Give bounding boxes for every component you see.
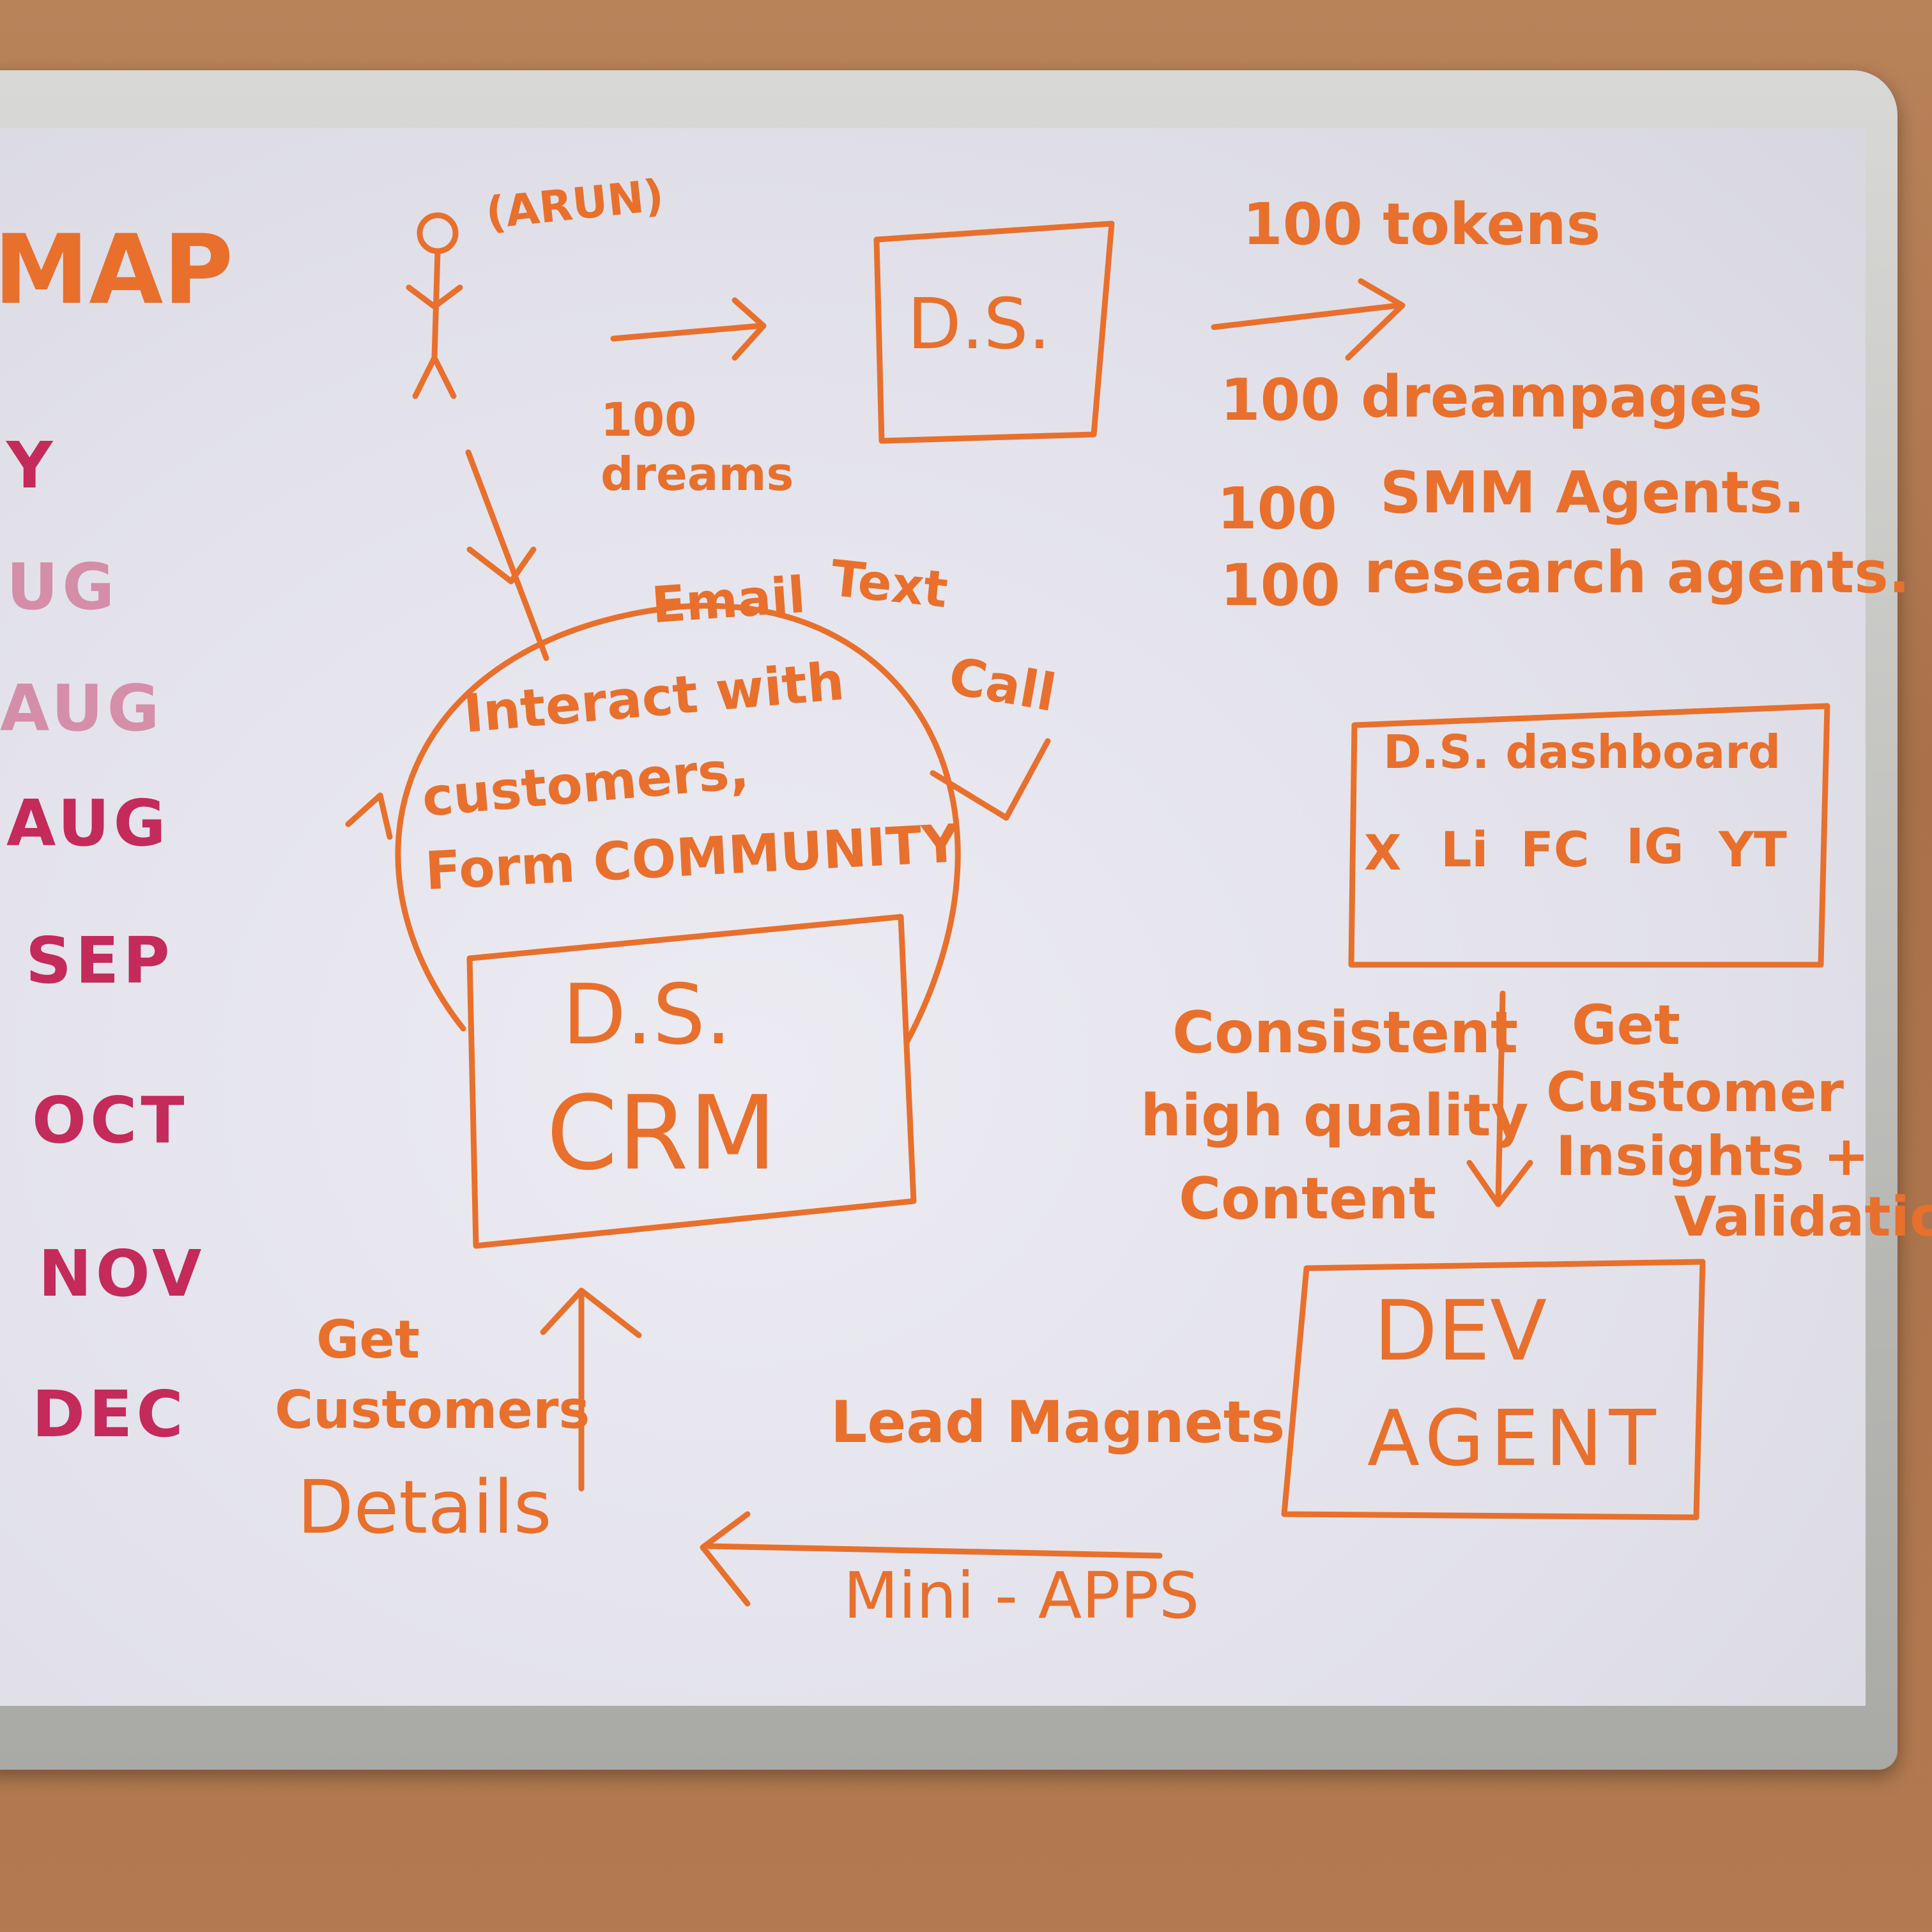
insights-flow-line: Get xyxy=(1572,993,1681,1057)
channel-email: Email xyxy=(650,566,808,635)
month-label: OCT xyxy=(32,1083,188,1158)
insights-flow-line: Validation xyxy=(1674,1185,1932,1249)
dreams-label: dreams xyxy=(601,447,794,501)
arrow-tokens xyxy=(1211,278,1406,361)
platform-ig: IG xyxy=(1626,818,1684,875)
loop-arrowhead-left xyxy=(345,792,393,840)
month-label: Y xyxy=(6,428,57,503)
details-line: Details xyxy=(297,1465,552,1551)
dev-box-line1: DEV xyxy=(1374,1282,1547,1379)
output-count: 100 xyxy=(1217,475,1337,542)
insights-flow-line: Insights + xyxy=(1556,1124,1869,1188)
content-flow-line: Consistent xyxy=(1172,999,1519,1066)
crm-box-line1: D.S. xyxy=(562,966,732,1063)
dev-box-line2: AGENT xyxy=(1367,1395,1662,1483)
dev-agent-box xyxy=(1281,1259,1706,1521)
content-flow-line: Content xyxy=(1179,1165,1437,1232)
month-label: UG xyxy=(6,549,119,624)
tokens-label: 100 tokens xyxy=(1243,191,1601,258)
crm-box xyxy=(466,914,917,1249)
details-line: Customers xyxy=(275,1380,590,1441)
month-label: SEP xyxy=(26,923,174,998)
output-count: 100 xyxy=(1220,367,1340,434)
dashboard-box xyxy=(1348,703,1830,968)
month-label: DEC xyxy=(32,1377,187,1452)
output-count: 100 xyxy=(1220,552,1340,619)
platform-li: Li xyxy=(1441,821,1489,878)
stick-figure-icon xyxy=(406,212,463,399)
whiteboard-surface xyxy=(0,128,1866,1706)
channel-text: Text xyxy=(827,549,951,620)
loop-arrowhead-right xyxy=(930,738,1051,821)
ds-box-label: D.S. xyxy=(907,283,1051,365)
insights-flow-line: Customer xyxy=(1546,1061,1844,1124)
lead-magnets-label: Lead Magnets xyxy=(831,1389,1285,1456)
arrow-details-to-crm xyxy=(540,1287,642,1492)
month-label: AUG xyxy=(0,671,164,746)
output-label: research agents. xyxy=(1364,539,1910,606)
arrow-dreams-to-ds xyxy=(610,297,767,361)
details-line: Get xyxy=(316,1310,420,1370)
mini-apps-label: Mini - APPS xyxy=(843,1558,1200,1633)
platform-x: X xyxy=(1364,824,1402,881)
dashboard-title: D.S. dashboard xyxy=(1383,725,1781,779)
arrow-dashboard-to-dev xyxy=(1466,990,1533,1208)
month-label: AUG xyxy=(6,786,170,861)
dreams-count: 100 xyxy=(601,393,697,447)
platform-fc: FC xyxy=(1521,821,1590,878)
title-fragment: MAP xyxy=(0,215,234,326)
platform-yt: YT xyxy=(1719,821,1787,878)
ds-box xyxy=(873,220,1115,444)
arrow-mini-apps xyxy=(700,1511,1163,1607)
output-label: SMM Agents. xyxy=(1380,459,1805,526)
community-loop-arc xyxy=(395,602,961,1045)
arrow-person-to-loop xyxy=(465,449,549,661)
crm-box-line2: CRM xyxy=(546,1073,777,1193)
content-flow-line: high quality xyxy=(1140,1082,1529,1149)
output-label: dreampages xyxy=(1361,364,1763,431)
month-label: NOV xyxy=(38,1236,206,1311)
